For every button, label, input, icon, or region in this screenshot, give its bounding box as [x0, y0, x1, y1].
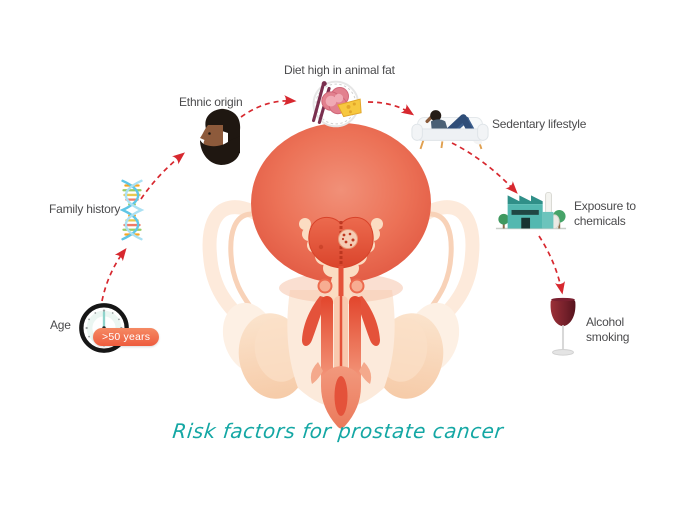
ethnic-origin-label: Ethnic origin	[179, 95, 243, 109]
food-plate-icon	[312, 80, 362, 128]
factory-icon	[495, 191, 567, 230]
age-badge: >50 years	[93, 328, 160, 346]
diet-label: Diet high in animal fat	[284, 63, 395, 77]
age-label: Age	[50, 318, 71, 332]
sedentary-label: Sedentary lifestyle	[492, 117, 587, 131]
person-on-couch-icon	[411, 110, 489, 150]
alcohol-label: Alcohol smoking	[586, 315, 630, 344]
infographic-title: Risk factors for prostate cancer	[171, 419, 505, 443]
wine-glass-icon	[550, 297, 576, 356]
chemicals-label: Exposure to chemicals	[574, 199, 636, 228]
family-history-label: Family history	[49, 202, 121, 216]
dna-icon	[119, 179, 145, 241]
man-profile-icon	[200, 108, 241, 165]
